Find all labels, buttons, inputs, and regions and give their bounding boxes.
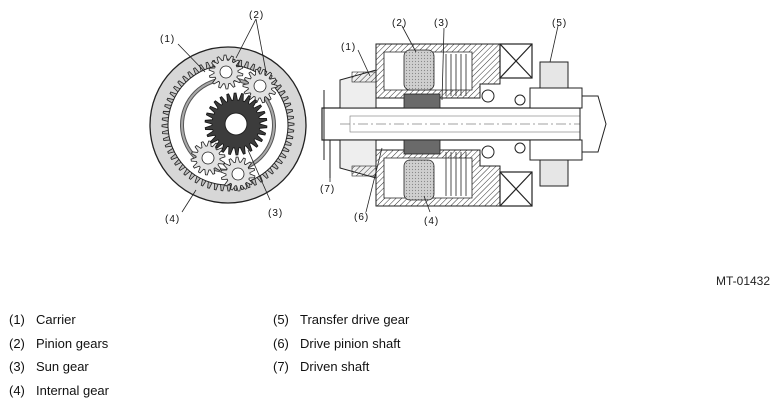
legend-text: Carrier xyxy=(36,312,76,327)
legend-right: (5) Transfer drive gear (6) Drive pinion s… xyxy=(273,308,409,379)
bearing-top xyxy=(499,43,533,79)
legend-text: Drive pinion shaft xyxy=(300,335,401,351)
callout-right-2: (2) xyxy=(392,18,407,29)
legend-item: (1) Carrier xyxy=(9,308,109,332)
pinion-hub xyxy=(231,167,245,181)
legend-item: (2) Pinion gears xyxy=(9,332,109,356)
legend-item: (4) Internal gear xyxy=(9,379,109,403)
pinion-hub xyxy=(253,79,267,93)
transfer-assembly-section: (1) (2) (3) (4) (5) (6) (7) xyxy=(320,18,607,227)
legend-item: (7) Driven shaft xyxy=(273,355,409,379)
planetary-gear-diagram: (1) (2) (3) (4) xyxy=(149,10,607,227)
planetary-gear-front-view: (1) (2) (3) (4) xyxy=(149,10,307,225)
legend-item: (5) Transfer drive gear xyxy=(273,308,409,332)
legend-text: Sun gear xyxy=(36,359,89,374)
callout-left-4: (4) xyxy=(165,214,180,225)
legend-item: (6) Drive pinion shaft xyxy=(273,332,409,356)
callout-left-2: (2) xyxy=(249,10,264,21)
callout-right-1: (1) xyxy=(341,42,356,53)
callout-right-7: (7) xyxy=(320,184,335,195)
legend-number: (7) xyxy=(273,359,289,374)
callout-right-4: (4) xyxy=(424,216,439,227)
callout-right-6: (6) xyxy=(354,212,369,223)
pinion-hub xyxy=(219,65,233,79)
legend-text: Internal gear xyxy=(36,382,109,398)
legend-number: (4) xyxy=(9,382,25,398)
legend-number: (5) xyxy=(273,312,289,327)
legend-number: (6) xyxy=(273,335,289,351)
legend-number: (1) xyxy=(9,312,25,327)
legend-item: (3) Sun gear xyxy=(9,355,109,379)
callout-left-3: (3) xyxy=(268,208,283,219)
pinion-hub xyxy=(201,151,215,165)
callout-right-3: (3) xyxy=(434,18,449,29)
bearing-bottom xyxy=(499,171,533,207)
legend-text: Pinion gears xyxy=(36,335,109,351)
legend-text: Driven shaft xyxy=(300,359,370,374)
callout-right-5: (5) xyxy=(552,18,567,29)
figure-id: MT-01432 xyxy=(716,274,771,288)
callout-left-1: (1) xyxy=(160,34,175,45)
pinion-gears xyxy=(190,54,278,192)
legend-left: (1) Carrier (2) Pinion gears (3) Sun gear (… xyxy=(9,308,109,402)
legend-number: (3) xyxy=(9,359,25,374)
legend-text: Transfer drive gear xyxy=(300,312,410,327)
legend-number: (2) xyxy=(9,335,25,351)
diagram-svg: (1) (2) (3) (4) xyxy=(149,10,607,227)
